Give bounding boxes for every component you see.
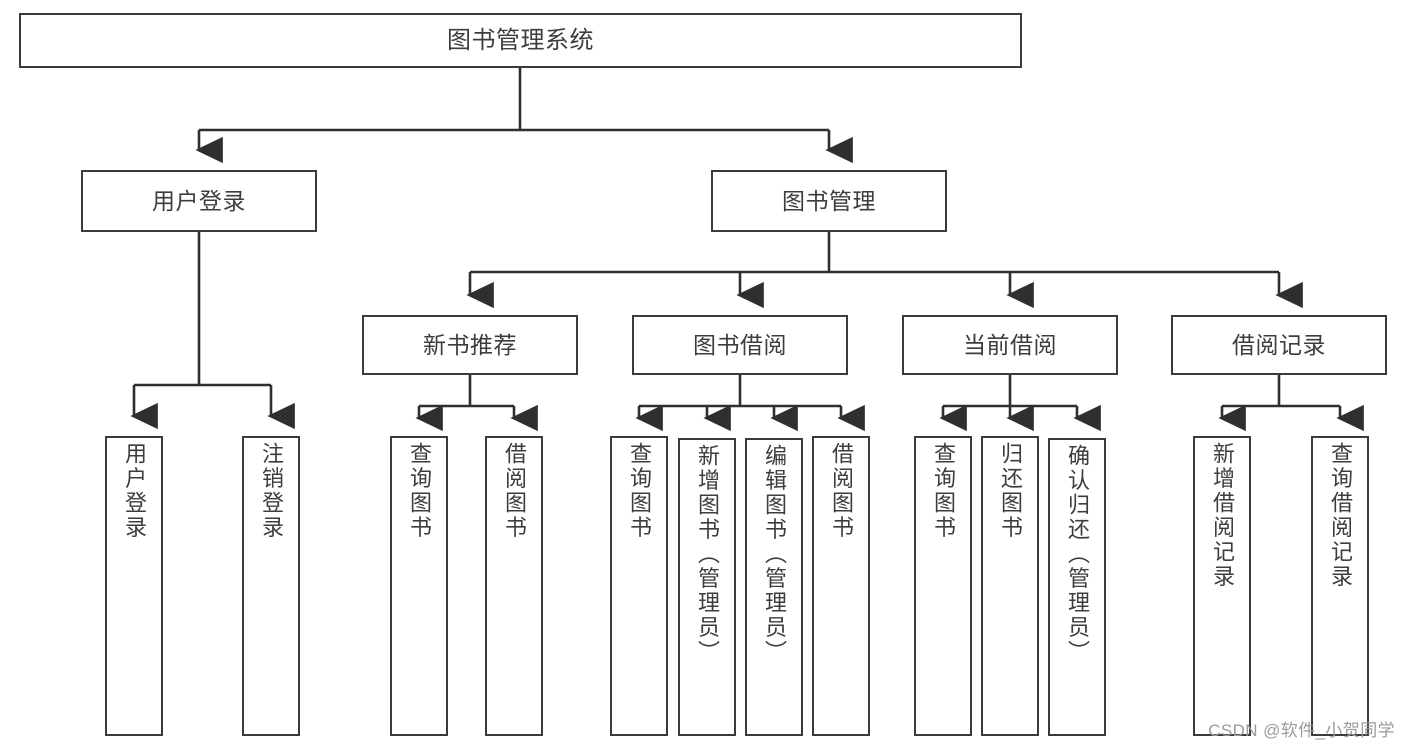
node-leaf-borrow-book-recommend[interactable]: 借阅图书	[485, 436, 543, 736]
node-book-borrow[interactable]: 图书借阅	[632, 315, 848, 375]
node-label: 确认归还（管理员）	[1065, 444, 1090, 665]
node-label: 查询图书	[407, 442, 432, 540]
node-leaf-confirm-return-admin[interactable]: 确认归还（管理员）	[1048, 438, 1106, 736]
node-label: 查询图书	[627, 442, 652, 540]
node-label: 注销登录	[259, 442, 284, 540]
node-book-management[interactable]: 图书管理	[711, 170, 947, 232]
node-leaf-borrow-book-borrow[interactable]: 借阅图书	[812, 436, 870, 736]
node-label: 图书管理	[782, 187, 876, 214]
node-label: 查询图书	[931, 442, 956, 540]
node-label: 当前借阅	[963, 331, 1057, 358]
node-label: 借阅记录	[1232, 331, 1326, 358]
node-label: 图书借阅	[693, 331, 787, 358]
watermark-text: CSDN @软件_小贺同学	[1208, 721, 1395, 740]
node-label: 用户登录	[152, 187, 246, 214]
node-leaf-query-book-recommend[interactable]: 查询图书	[390, 436, 448, 736]
node-leaf-user-login[interactable]: 用户登录	[105, 436, 163, 736]
node-leaf-query-book-current[interactable]: 查询图书	[914, 436, 972, 736]
node-label: 图书管理系统	[447, 26, 594, 54]
node-borrow-record[interactable]: 借阅记录	[1171, 315, 1387, 375]
node-root-book-management-system[interactable]: 图书管理系统	[19, 13, 1022, 68]
node-leaf-add-book-admin[interactable]: 新增图书（管理员）	[678, 438, 736, 736]
node-label: 查询借阅记录	[1328, 442, 1353, 589]
node-label: 借阅图书	[502, 442, 527, 540]
node-current-borrow[interactable]: 当前借阅	[902, 315, 1118, 375]
node-leaf-add-borrow-record[interactable]: 新增借阅记录	[1193, 436, 1251, 736]
node-leaf-query-book-borrow[interactable]: 查询图书	[610, 436, 668, 736]
node-leaf-return-book[interactable]: 归还图书	[981, 436, 1039, 736]
node-new-book-recommend[interactable]: 新书推荐	[362, 315, 578, 375]
node-label: 新增图书（管理员）	[695, 444, 720, 665]
node-leaf-edit-book-admin[interactable]: 编辑图书（管理员）	[745, 438, 803, 736]
node-label: 编辑图书（管理员）	[762, 444, 787, 665]
node-label: 用户登录	[122, 442, 147, 540]
node-leaf-logout-login[interactable]: 注销登录	[242, 436, 300, 736]
node-label: 新书推荐	[423, 331, 517, 358]
node-label: 借阅图书	[829, 442, 854, 540]
node-label: 归还图书	[998, 442, 1023, 540]
node-user-login[interactable]: 用户登录	[81, 170, 317, 232]
node-label: 新增借阅记录	[1210, 442, 1235, 589]
node-leaf-query-borrow-record[interactable]: 查询借阅记录	[1311, 436, 1369, 736]
